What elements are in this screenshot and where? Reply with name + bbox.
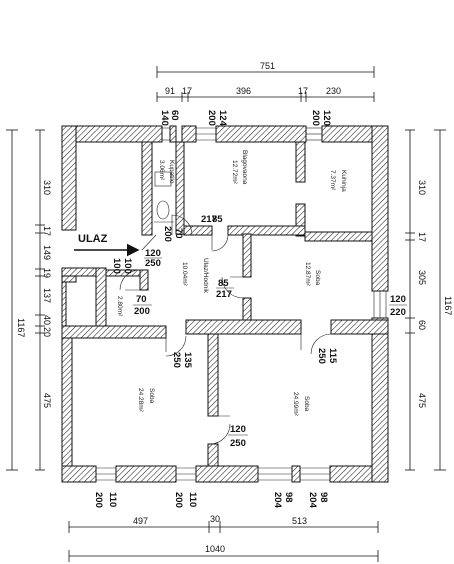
doors — [119, 214, 332, 445]
room-name-blagovaona: Blagovaona — [241, 150, 248, 185]
dim-right-total: 1167 — [443, 296, 453, 315]
room-area-kuhinja: 7.37m² — [329, 170, 336, 191]
windows — [96, 127, 387, 481]
open-blagovaona-top-a: 124 — [217, 110, 228, 127]
dim-right-seg-1: 310 — [417, 180, 427, 195]
room-area-blagovaona: 12.72m² — [231, 160, 238, 185]
room-name-soba-left: Soba — [148, 388, 155, 404]
dim-right-seg-4: 60 — [417, 320, 427, 330]
open-soba-window-a: 120 — [390, 294, 406, 305]
open-soba-left-door-a: 135 — [182, 352, 193, 369]
room-labels: Kupatilo 3.06m² Blagovaona 12.72m² Kuhin… — [116, 150, 347, 417]
opening-dimensions: 60 140 124 200 120 200 70 200 120 250 10… — [93, 110, 407, 509]
open-kupatilo-door-a: 70 — [173, 228, 184, 239]
open-hall-door-b: 217 — [216, 289, 232, 300]
open-entrance-side-a: 100 — [122, 258, 133, 274]
entrance-label: ULAZ — [78, 233, 108, 245]
bathroom-fixtures — [154, 171, 174, 223]
dim-left-seg-4: 19 — [42, 268, 52, 278]
room-name-hall: Ulaz/Hodnik — [202, 258, 209, 294]
walls — [61, 125, 389, 483]
open-bottom-window-1-a: 110 — [107, 492, 118, 507]
room-area-soba-left: 24.28m² — [137, 388, 144, 413]
open-soba-right-door-a: 115 — [327, 348, 338, 364]
dim-bottom-seg-3: 513 — [292, 516, 307, 526]
dim-right-seg-5: 475 — [417, 393, 427, 408]
open-entrance-b: 250 — [145, 258, 161, 269]
open-small-room-door-b: 200 — [134, 306, 150, 317]
open-blagovaona-top-b: 200 — [206, 110, 217, 126]
room-area-soba-small: 12.87m² — [304, 262, 311, 287]
dim-left-seg-5: 137 — [42, 288, 52, 303]
room-area-small: 2.80m² — [116, 296, 123, 317]
dim-top-seg-2: 17 — [182, 86, 192, 96]
open-entrance-side-b: 100 — [111, 258, 122, 274]
room-name-soba-right: Soba — [303, 396, 310, 412]
open-bottom-window-4-a: 98 — [318, 492, 329, 503]
open-bottom-window-3-a: 98 — [283, 492, 294, 503]
open-kuhinja-top-b: 200 — [310, 110, 321, 126]
room-area-soba-right: 24.99m² — [292, 392, 299, 417]
dim-right-seg-3: 305 — [417, 270, 427, 285]
room-name-kupatilo: Kupatilo — [168, 160, 175, 184]
dim-bottom-seg-1: 497 — [133, 516, 148, 526]
dim-left-seg-8: 475 — [42, 393, 52, 408]
left-dimensions: 1167 310 17 149 19 137 40 20 475 — [6, 129, 52, 471]
open-bottom-window-2-a: 110 — [187, 492, 198, 507]
dim-left-seg-3: 149 — [42, 245, 52, 260]
dim-bottom-seg-2: 30 — [210, 514, 220, 524]
open-connecting-door-b: 250 — [230, 438, 246, 449]
top-dimensions: 751 91 17 396 17 230 — [156, 61, 375, 102]
dim-top-seg-5: 230 — [326, 86, 341, 96]
open-small-room-door-a: 70 — [136, 294, 147, 305]
dim-left-seg-2: 17 — [42, 226, 52, 236]
open-kupatilo-top-b: 140 — [159, 110, 170, 126]
open-connecting-door-a: 120 — [230, 424, 246, 435]
dim-top-seg-3: 396 — [236, 86, 251, 96]
open-blagovaona-door-a: 85 — [212, 214, 223, 225]
right-dimensions: 310 17 305 60 475 1167 — [405, 129, 453, 471]
open-bottom-window-1-b: 200 — [93, 492, 104, 508]
dim-top-seg-1: 91 — [165, 86, 175, 96]
dim-top-seg-4: 17 — [298, 86, 308, 96]
open-soba-left-door-b: 250 — [171, 352, 182, 368]
room-area-kupatilo: 3.06m² — [158, 160, 165, 181]
dim-left-seg-6: 40 — [42, 315, 52, 325]
dim-bottom-total: 1040 — [205, 544, 225, 554]
dim-left-total: 1167 — [16, 318, 26, 337]
room-name-soba-small: Soba — [314, 270, 321, 286]
bottom-dimensions: 497 30 513 1040 — [68, 514, 379, 562]
open-entrance-a: 120 — [145, 248, 161, 259]
dim-left-seg-7: 20 — [42, 327, 52, 337]
dim-left-seg-1: 310 — [42, 180, 52, 195]
entrance-arrow: ULAZ — [74, 233, 140, 257]
open-hall-door-a: 85 — [218, 278, 229, 289]
dim-top-total: 751 — [260, 61, 275, 71]
open-soba-right-door-b: 250 — [316, 348, 327, 364]
open-kupatilo-top-a: 60 — [169, 110, 180, 121]
open-bottom-window-4-b: 204 — [307, 492, 318, 509]
room-area-hall: 10.04m² — [181, 262, 188, 287]
open-kupatilo-door-b: 200 — [162, 226, 173, 242]
room-name-kuhinja: Kuhinja — [340, 170, 347, 192]
open-bottom-window-2-b: 200 — [173, 492, 184, 508]
open-kuhinja-top-a: 120 — [321, 110, 332, 126]
open-bottom-window-3-b: 204 — [272, 492, 283, 509]
open-blagovaona-door-b: 217 — [201, 214, 217, 225]
dim-right-seg-2: 17 — [417, 232, 427, 242]
open-soba-window-b: 220 — [390, 307, 406, 318]
